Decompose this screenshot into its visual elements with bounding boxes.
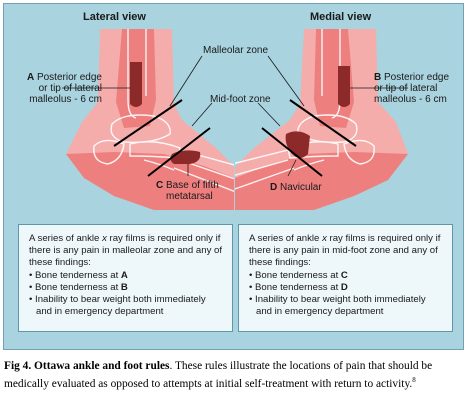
lateral-foot-shade: [66, 152, 234, 210]
foot-xray-rule-box: A series of ankle x ray films is require…: [238, 224, 453, 332]
foot-rule-intro: A series of ankle x ray films is require…: [249, 233, 441, 269]
foot-rule-item: Bone tenderness at C: [249, 270, 444, 282]
ankle-rule-item: Bone tenderness at B: [29, 282, 224, 294]
ankle-rule-item: Bone tenderness at A: [29, 270, 224, 282]
caption-label: Fig 4. Ottawa ankle and foot rules: [4, 360, 170, 372]
foot-rule-item: Inability to bear weight both immediatel…: [249, 294, 444, 318]
figure-caption: Fig 4. Ottawa ankle and foot rules. Thes…: [4, 359, 462, 391]
point-c-label: C Base of fifth metatarsal: [156, 180, 219, 202]
point-b-label: B Posterior edge or tip of lateral malle…: [374, 72, 450, 105]
lateral-view-title: Lateral view: [83, 11, 146, 23]
midfoot-zone-label: Mid-foot zone: [210, 94, 271, 105]
medial-view-title: Medial view: [310, 11, 372, 23]
ottawa-rules-figure: Lateral view Medial view Malleolar zone …: [3, 3, 464, 350]
medial-foot-shade: [235, 152, 408, 210]
ankle-xray-rule-box: A series of ankle x ray films is require…: [18, 224, 233, 332]
ankle-illustration: [62, 29, 408, 210]
point-a-label: A Posterior edge or tip of lateral malle…: [26, 72, 102, 105]
ankle-rule-intro: A series of ankle x ray films is require…: [29, 233, 223, 269]
malleolar-zone-label: Malleolar zone: [203, 45, 269, 56]
point-a-mark: [130, 62, 142, 107]
caption-reference: 8: [412, 376, 416, 385]
point-d-label: D Navicular: [270, 182, 322, 193]
caption-text: . These rules illustrate the locations o…: [4, 360, 433, 390]
point-b-mark: [338, 66, 350, 107]
foot-rule-item: Bone tenderness at D: [249, 282, 444, 294]
ankle-rule-item: Inability to bear weight both immediatel…: [29, 294, 224, 318]
